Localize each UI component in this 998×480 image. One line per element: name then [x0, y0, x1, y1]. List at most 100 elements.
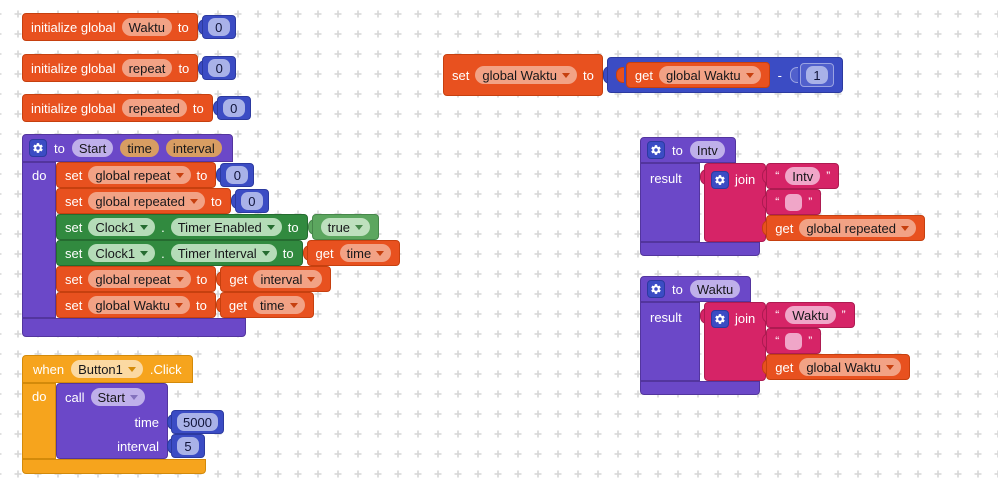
- number-block[interactable]: 0: [201, 15, 236, 39]
- block-logic-true[interactable]: true: [311, 214, 380, 240]
- result-label: result: [640, 163, 700, 242]
- open-quote: “: [775, 169, 780, 183]
- mutator-gear-icon[interactable]: [711, 310, 729, 328]
- number-shadow-block[interactable]: 1: [799, 63, 834, 87]
- procedure-name-field[interactable]: Start: [71, 139, 114, 157]
- arg-label-interval: interval: [117, 438, 159, 454]
- property-dropdown[interactable]: Timer Enabled: [170, 218, 282, 236]
- plug-tab: [789, 67, 798, 83]
- number-block[interactable]: 5: [171, 434, 205, 458]
- variable-name-field[interactable]: Waktu: [121, 18, 172, 36]
- block-join[interactable]: join: [704, 163, 767, 242]
- number-block[interactable]: 0: [216, 96, 251, 120]
- block-get-global-repeated[interactable]: get global repeated: [762, 215, 925, 241]
- component-dropdown[interactable]: Button1: [71, 360, 143, 378]
- dropdown-arrow-icon: [140, 224, 149, 230]
- block-set-global-waktu-from-time[interactable]: set global Waktu to get time: [56, 292, 314, 318]
- parameter-interval[interactable]: interval: [165, 139, 222, 157]
- block-string-space[interactable]: “ ”: [762, 189, 822, 215]
- dropdown-arrow-icon: [355, 224, 364, 230]
- number-field[interactable]: 0: [208, 59, 231, 77]
- mutator-gear-icon[interactable]: [647, 280, 665, 298]
- variable-dropdown[interactable]: interval: [253, 270, 323, 288]
- keyword-get: get: [775, 359, 794, 375]
- variable-dropdown[interactable]: global Waktu: [799, 358, 901, 376]
- string-field-empty[interactable]: [785, 193, 803, 211]
- number-field[interactable]: 0: [207, 18, 230, 36]
- block-initialize-global-repeat[interactable]: initialize global repeat to 0: [22, 54, 237, 82]
- block-when-button1-click[interactable]: when Button1 .Click do call Start time 5…: [22, 355, 224, 474]
- variable-dropdown[interactable]: time: [339, 244, 392, 262]
- block-get-global-waktu[interactable]: get global Waktu: [762, 354, 910, 380]
- block-get-time[interactable]: get time: [306, 240, 401, 266]
- keyword-to: to: [210, 193, 222, 209]
- block-set-global-repeated[interactable]: set global repeated to 0: [56, 188, 269, 214]
- keyword-get: get: [315, 245, 334, 261]
- keyword-initialize-global: initialize global: [31, 60, 116, 76]
- logic-dropdown[interactable]: true: [320, 218, 371, 236]
- block-initialize-global-repeated[interactable]: initialize global repeated to 0: [22, 94, 251, 122]
- number-field[interactable]: 0: [226, 166, 249, 184]
- block-procedure-intv[interactable]: to Intv result join “ Intv ”: [640, 137, 925, 256]
- procedure-name-field[interactable]: Intv: [689, 141, 725, 159]
- block-string-intv[interactable]: “ Intv ”: [762, 163, 840, 189]
- block-set-global-repeat[interactable]: set global repeat to 0: [56, 162, 255, 188]
- keyword-when: when: [33, 361, 65, 377]
- variable-dropdown[interactable]: global repeated: [88, 192, 205, 210]
- number-block[interactable]: 0: [202, 56, 237, 80]
- mutator-gear-icon[interactable]: [29, 139, 47, 157]
- block-set-clock1-timer-enabled[interactable]: set Clock1 . Timer Enabled to true: [56, 214, 380, 240]
- block-get-time[interactable]: get time: [219, 292, 314, 318]
- block-join[interactable]: join: [704, 302, 767, 381]
- procedure-name-field[interactable]: Waktu: [689, 280, 741, 298]
- block-initialize-global-waktu[interactable]: initialize global Waktu to 0: [22, 13, 236, 41]
- procedure-dropdown[interactable]: Start: [90, 388, 145, 406]
- variable-dropdown[interactable]: global Waktu: [88, 296, 191, 314]
- number-field[interactable]: 5: [177, 437, 199, 455]
- keyword-to: to: [192, 100, 204, 116]
- number-block[interactable]: 5000: [171, 410, 224, 434]
- keyword-set: set: [452, 67, 470, 83]
- string-field-empty[interactable]: [785, 332, 803, 350]
- keyword-initialize-global: initialize global: [31, 19, 116, 35]
- block-call-start[interactable]: call Start time 5000 interval 5: [56, 383, 224, 459]
- number-field[interactable]: 1: [805, 66, 828, 84]
- block-get-global-waktu[interactable]: get global Waktu: [625, 62, 770, 88]
- component-dropdown[interactable]: Clock1: [88, 218, 156, 236]
- variable-dropdown[interactable]: global repeat: [88, 270, 191, 288]
- dropdown-arrow-icon: [289, 302, 298, 308]
- block-procedure-start[interactable]: to Start time interval do set global rep…: [22, 134, 401, 337]
- number-block[interactable]: 0: [234, 189, 269, 213]
- mutator-gear-icon[interactable]: [647, 141, 665, 159]
- block-string-waktu[interactable]: “ Waktu ”: [762, 302, 855, 328]
- block-set-clock1-timer-interval[interactable]: set Clock1 . Timer Interval to get time: [56, 240, 401, 266]
- keyword-join: join: [735, 172, 756, 187]
- string-field[interactable]: Waktu: [785, 306, 836, 324]
- parameter-time[interactable]: time: [120, 139, 159, 157]
- component-dropdown[interactable]: Clock1: [88, 244, 156, 262]
- property-dropdown[interactable]: Timer Interval: [170, 244, 277, 262]
- string-field[interactable]: Intv: [785, 167, 821, 185]
- variable-name-field[interactable]: repeat: [121, 59, 173, 77]
- number-field[interactable]: 0: [240, 192, 263, 210]
- dropdown-arrow-icon: [266, 224, 275, 230]
- number-block[interactable]: 0: [220, 163, 255, 187]
- block-get-interval[interactable]: get interval: [220, 266, 332, 292]
- variable-name-field[interactable]: repeated: [121, 99, 187, 117]
- variable-dropdown[interactable]: time: [252, 296, 305, 314]
- variable-dropdown[interactable]: global repeat: [88, 166, 191, 184]
- do-label: do: [22, 383, 56, 459]
- block-string-space[interactable]: “ ”: [762, 328, 822, 354]
- variable-dropdown[interactable]: global Waktu: [475, 66, 578, 84]
- mutator-gear-icon[interactable]: [711, 171, 729, 189]
- variable-dropdown[interactable]: global Waktu: [658, 66, 761, 84]
- block-procedure-waktu[interactable]: to Waktu result join “ Waktu ”: [640, 276, 910, 395]
- number-field[interactable]: 0: [222, 99, 245, 117]
- block-set-global-waktu-decrement[interactable]: set global Waktu to get global Waktu - 1: [443, 54, 843, 96]
- number-field[interactable]: 5000: [177, 413, 218, 431]
- keyword-to: to: [196, 167, 208, 183]
- block-subtraction[interactable]: get global Waktu - 1: [606, 57, 843, 93]
- variable-dropdown[interactable]: global repeated: [799, 219, 916, 237]
- block-set-global-repeat-from-interval[interactable]: set global repeat to get interval: [56, 266, 332, 292]
